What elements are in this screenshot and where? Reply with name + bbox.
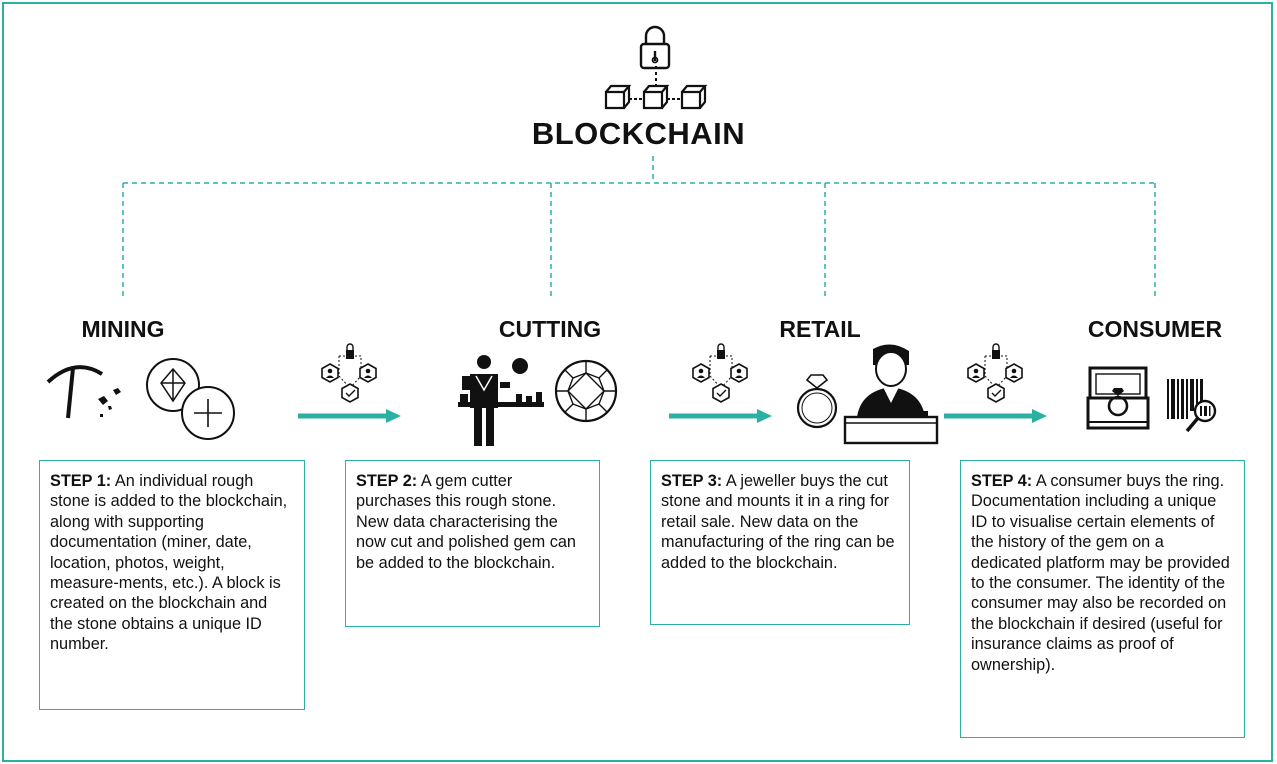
- arrow-icon: [298, 409, 401, 423]
- pickaxe-icon: [46, 365, 121, 419]
- step-4-box: STEP 4: A consumer buys the ring. Docume…: [960, 460, 1245, 738]
- network-icon: [967, 343, 1023, 403]
- gem-cutter-icon: [458, 355, 544, 446]
- blocks-icon: [604, 66, 708, 110]
- ring-icon: [796, 374, 838, 429]
- cut-diamond-icon: [554, 359, 618, 423]
- step-3-box: STEP 3: A jeweller buys the cut stone an…: [650, 460, 910, 625]
- arrow-icon: [669, 409, 772, 423]
- stage-title-cutting: CUTTING: [498, 316, 602, 342]
- step-4-label: STEP 4:: [971, 472, 1033, 490]
- step-1-label: STEP 1:: [50, 472, 112, 490]
- diagram-title: BLOCKCHAIN: [531, 116, 746, 151]
- connector-lines: [122, 156, 1156, 300]
- barcode-search-icon: [1167, 379, 1217, 433]
- stage-title-consumer: CONSUMER: [1087, 316, 1223, 342]
- network-icon: [321, 343, 377, 403]
- stage-title-mining: MINING: [81, 316, 165, 342]
- arrow-icon: [944, 409, 1047, 423]
- stage-title-retail: RETAIL: [779, 316, 861, 342]
- ring-box-icon: [1086, 366, 1150, 430]
- step-1-text: An individual rough stone is added to th…: [50, 472, 288, 654]
- step-2-box: STEP 2: A gem cutter purchases this roug…: [345, 460, 600, 627]
- step-3-text: A jeweller buys the cut stone and mounts…: [661, 472, 895, 572]
- jeweller-icon: [843, 344, 939, 445]
- network-icon: [692, 343, 748, 403]
- step-3-label: STEP 3:: [661, 472, 723, 490]
- step-2-text: A gem cutter purchases this rough stone.…: [356, 472, 576, 572]
- step-4-text: A consumer buys the ring. Documentation …: [971, 472, 1230, 674]
- add-icon: [181, 386, 235, 440]
- step-1-box: STEP 1: An individual rough stone is add…: [39, 460, 305, 710]
- step-2-label: STEP 2:: [356, 472, 418, 490]
